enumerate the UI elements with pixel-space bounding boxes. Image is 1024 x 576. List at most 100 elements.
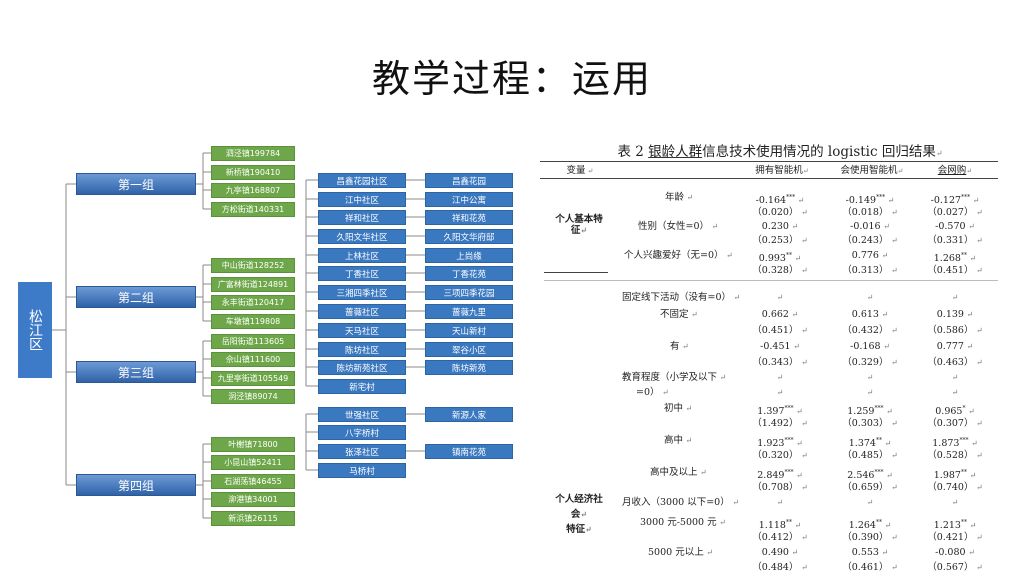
coef-cell: -0.080 ↵	[935, 547, 975, 558]
coef-cell: 1.213** ↵	[933, 519, 977, 532]
estate-node: 丁香花苑	[425, 266, 513, 281]
regression-table: 表 2 银龄人群信息技术使用情况的 logistic 回归结果↵ 变量 ↵ 拥有…	[540, 130, 1000, 573]
row-label: 固定线下活动（没有=0） ↵	[622, 292, 741, 303]
town-node: 广富林街道124891	[211, 277, 295, 292]
col-header-online-shopping: 会网购↵	[937, 165, 973, 176]
town-node: 中山街道128252	[211, 258, 295, 273]
row-label: =0） ↵	[636, 387, 669, 398]
coef-cell: 0.553 ↵	[851, 547, 889, 558]
coef-cell: （0.528） ↵	[927, 450, 983, 461]
group-label-economic: 个人经济社会↵特征↵	[555, 494, 603, 535]
town-node: 车墩镇119808	[211, 314, 295, 329]
estate-node: 陈坊新苑	[425, 360, 513, 375]
row-label: 3000 元-5000 元 ↵	[640, 517, 726, 528]
coef-cell: -0.016 ↵	[850, 221, 890, 232]
coef-cell: ↵	[776, 498, 784, 507]
row-label: 高中 ↵	[664, 435, 693, 446]
coef-cell: 1.987** ↵	[933, 469, 977, 482]
coef-cell: 0.776 ↵	[851, 250, 889, 261]
coef-cell: （0.461） ↵	[842, 562, 898, 573]
caption-underlined: 银龄人群	[648, 144, 703, 160]
coef-cell: ↵	[951, 388, 959, 397]
coef-cell: （0.390） ↵	[842, 532, 898, 543]
town-node: 石湖荡镇46455	[211, 474, 295, 489]
coef-cell: （0.343） ↵	[752, 357, 808, 368]
coef-cell: （0.740） ↵	[927, 482, 983, 493]
coef-cell: 1.374** ↵	[848, 437, 892, 450]
community-node: 蔷薇社区	[318, 304, 406, 319]
table-group-rule-b	[544, 280, 998, 281]
row-label: 高中及以上 ↵	[650, 467, 707, 478]
coef-cell: （0.412） ↵	[752, 532, 808, 543]
group-node-3: 第三组	[76, 361, 196, 383]
coef-cell: -0.168 ↵	[850, 341, 890, 352]
coef-cell: （0.451） ↵	[927, 265, 983, 276]
coef-cell: -0.164*** ↵	[755, 194, 805, 207]
group-node-4: 第四组	[76, 474, 196, 496]
town-node: 泗泾镇199784	[211, 146, 295, 161]
community-node: 上林社区	[318, 248, 406, 263]
community-node: 八字桥村	[318, 425, 406, 440]
table-caption: 表 2 银龄人群信息技术使用情况的 logistic 回归结果↵	[617, 144, 943, 160]
row-label: 年龄 ↵	[665, 192, 694, 203]
coef-cell: 1.268** ↵	[933, 252, 977, 265]
estate-node: 久阳文华府邸	[425, 229, 513, 244]
coef-cell: （1.492） ↵	[752, 418, 808, 429]
estate-node: 江中公寓	[425, 192, 513, 207]
coef-cell: （0.451） ↵	[752, 325, 808, 336]
estate-node: 祥和花苑	[425, 210, 513, 225]
coef-cell: 1.873*** ↵	[932, 437, 978, 450]
root-node: 松江区	[18, 282, 52, 378]
coef-cell: 0.993** ↵	[758, 252, 802, 265]
coef-cell: 0.777 ↵	[936, 341, 974, 352]
coef-cell: ↵	[866, 373, 874, 382]
coef-cell: ↵	[776, 388, 784, 397]
group-node-2: 第二组	[76, 286, 196, 308]
coef-cell: 0.230 ↵	[761, 221, 799, 232]
community-node: 久阳文华社区	[318, 229, 406, 244]
town-node: 九里亭街道105549	[211, 371, 295, 386]
coef-cell: 2.546*** ↵	[847, 469, 893, 482]
coef-cell: ↵	[776, 373, 784, 382]
slide-title: 教学过程：运用	[371, 57, 652, 101]
community-node: 新宅村	[318, 379, 406, 394]
estate-node: 天山新村	[425, 323, 513, 338]
community-node: 陈坊社区	[318, 342, 406, 357]
row-label: 不固定 ↵	[660, 309, 698, 320]
estate-node: 蔷薇九里	[425, 304, 513, 319]
town-node: 永丰街道120417	[211, 295, 295, 310]
col-header-use-smartphone: 会使用智能机↵	[840, 165, 904, 176]
table-header-rule	[540, 178, 998, 179]
community-node: 三湘四季社区	[318, 285, 406, 300]
coef-cell: （0.027） ↵	[927, 207, 983, 218]
community-node: 张泽社区	[318, 444, 406, 459]
town-node: 洞泾镇89074	[211, 389, 295, 404]
coef-cell: 0.139 ↵	[936, 309, 974, 320]
town-node: 新桥镇190410	[211, 165, 295, 180]
coef-cell: （0.307） ↵	[927, 418, 983, 429]
coef-cell: （0.485） ↵	[842, 450, 898, 461]
coef-cell: （0.020） ↵	[752, 207, 808, 218]
coef-cell: 1.397*** ↵	[757, 405, 803, 418]
tree-connectors	[52, 152, 425, 519]
community-node: 昌鑫花园社区	[318, 173, 406, 188]
coef-cell: -0.451 ↵	[760, 341, 800, 352]
town-node: 岳阳街道113605	[211, 334, 295, 349]
coef-cell: 2.849*** ↵	[757, 469, 803, 482]
coef-cell: 0.613 ↵	[851, 309, 889, 320]
coef-cell: （0.320） ↵	[752, 450, 808, 461]
coef-cell: （0.484） ↵	[752, 562, 808, 573]
table-group-rule-a	[544, 272, 608, 273]
coef-cell: （0.018） ↵	[842, 207, 898, 218]
coef-cell: （0.463） ↵	[927, 357, 983, 368]
coef-cell: （0.313） ↵	[842, 265, 898, 276]
coef-cell: -0.127*** ↵	[930, 194, 980, 207]
town-node: 新浜镇26115	[211, 511, 295, 526]
row-label: 有 ↵	[670, 341, 689, 352]
caption-prefix: 表 2	[617, 144, 644, 160]
row-label: 个人兴趣爱好（无=0） ↵	[624, 250, 733, 261]
coef-cell: 0.965* ↵	[935, 405, 975, 418]
coef-cell: 1.264** ↵	[848, 519, 892, 532]
table-top-rule	[540, 161, 998, 162]
